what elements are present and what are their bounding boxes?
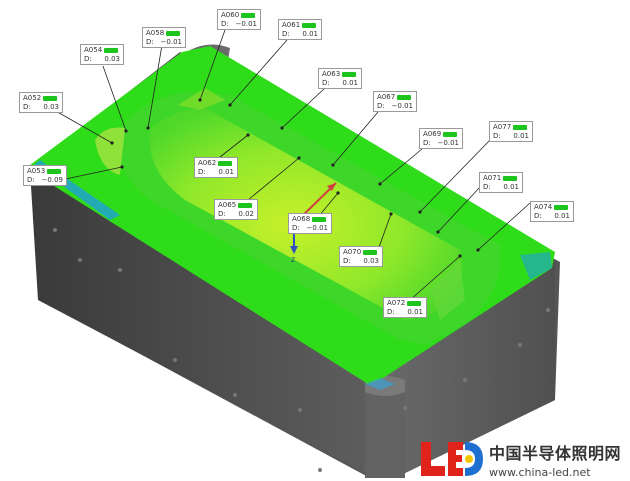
- deviation-label: D:: [493, 132, 501, 140]
- annotation-id: A060: [221, 11, 240, 19]
- deviation-value: 0.01: [513, 132, 529, 140]
- bolt-holes: [53, 228, 550, 472]
- annotation-id: A072: [387, 299, 406, 307]
- led-logo: [421, 442, 483, 476]
- status-tag: [47, 169, 62, 174]
- deviation-value: −0.01: [235, 20, 257, 28]
- measurement-points: [110, 98, 480, 258]
- status-tag: [503, 176, 518, 181]
- z-axis-label: Z: [291, 257, 295, 264]
- annotation-id: A069: [423, 130, 442, 138]
- deviation-label: D:: [483, 183, 491, 191]
- deviation-label: D:: [27, 176, 35, 184]
- deviation-label: D:: [23, 103, 31, 111]
- deviation-label: D:: [534, 212, 542, 220]
- deviation-label: D:: [387, 308, 395, 316]
- deviation-value: 0.01: [342, 79, 358, 87]
- deviation-label: D:: [423, 139, 431, 147]
- deviation-value: 0.03: [363, 257, 379, 265]
- annotation-id: A063: [322, 70, 341, 78]
- deviation-value: −0.01: [391, 102, 413, 110]
- status-tag: [238, 203, 253, 208]
- deviation-label: D:: [221, 20, 229, 28]
- status-tag: [513, 125, 528, 130]
- deviation-value: 0.01: [218, 168, 234, 176]
- annotation-id: A065: [218, 201, 237, 209]
- annotation-id: A071: [483, 174, 502, 182]
- annotation-id: A061: [282, 21, 301, 29]
- deviation-value: 0.01: [407, 308, 423, 316]
- deviation-value: −0.01: [437, 139, 459, 147]
- deviation-label: D:: [146, 38, 154, 46]
- deviation-label: D:: [218, 210, 226, 218]
- status-tag: [241, 13, 256, 18]
- status-tag: [218, 161, 233, 166]
- deviation-label: D:: [322, 79, 330, 87]
- annotation-id: A077: [493, 123, 512, 131]
- brand-url: www.china-led.net: [489, 466, 591, 479]
- deviation-value: 0.03: [104, 55, 120, 63]
- brand-name: 中国半导体照明网: [489, 444, 622, 463]
- annotation-id: A070: [343, 248, 362, 256]
- brand-watermark: 中国半导体照明网 www.china-led.net: [415, 436, 630, 481]
- status-tag: [312, 217, 327, 222]
- deviation-label: D:: [292, 224, 300, 232]
- annotation-id: A068: [292, 215, 311, 223]
- status-tag: [443, 132, 458, 137]
- status-tag: [302, 23, 317, 28]
- annotation-id: A052: [23, 94, 42, 102]
- deviation-value: 0.01: [503, 183, 519, 191]
- annotation-id: A054: [84, 46, 103, 54]
- status-tag: [554, 205, 569, 210]
- deviation-label: D:: [84, 55, 92, 63]
- leader-lines: [53, 29, 531, 301]
- status-tag: [104, 48, 119, 53]
- annotation-id: A067: [377, 93, 396, 101]
- deviation-value: 0.02: [238, 210, 254, 218]
- deviation-value: 0.01: [302, 30, 318, 38]
- status-tag: [407, 301, 422, 306]
- annotation-id: A058: [146, 29, 165, 37]
- annotation-id: A074: [534, 203, 553, 211]
- annotation-id: A062: [198, 159, 217, 167]
- status-tag: [342, 72, 357, 77]
- deviation-label: D:: [198, 168, 206, 176]
- status-tag: [43, 96, 58, 101]
- status-tag: [166, 31, 181, 36]
- deviation-value: −0.09: [41, 176, 63, 184]
- status-tag: [397, 95, 412, 100]
- deviation-value: 0.03: [43, 103, 59, 111]
- deviation-label: D:: [282, 30, 290, 38]
- deviation-value: 0.01: [554, 212, 570, 220]
- annotation-id: A053: [27, 167, 46, 175]
- deviation-value: −0.01: [306, 224, 328, 232]
- deviation-label: D:: [377, 102, 385, 110]
- deviation-value: −0.01: [160, 38, 182, 46]
- deviation-label: D:: [343, 257, 351, 265]
- status-tag: [363, 250, 378, 255]
